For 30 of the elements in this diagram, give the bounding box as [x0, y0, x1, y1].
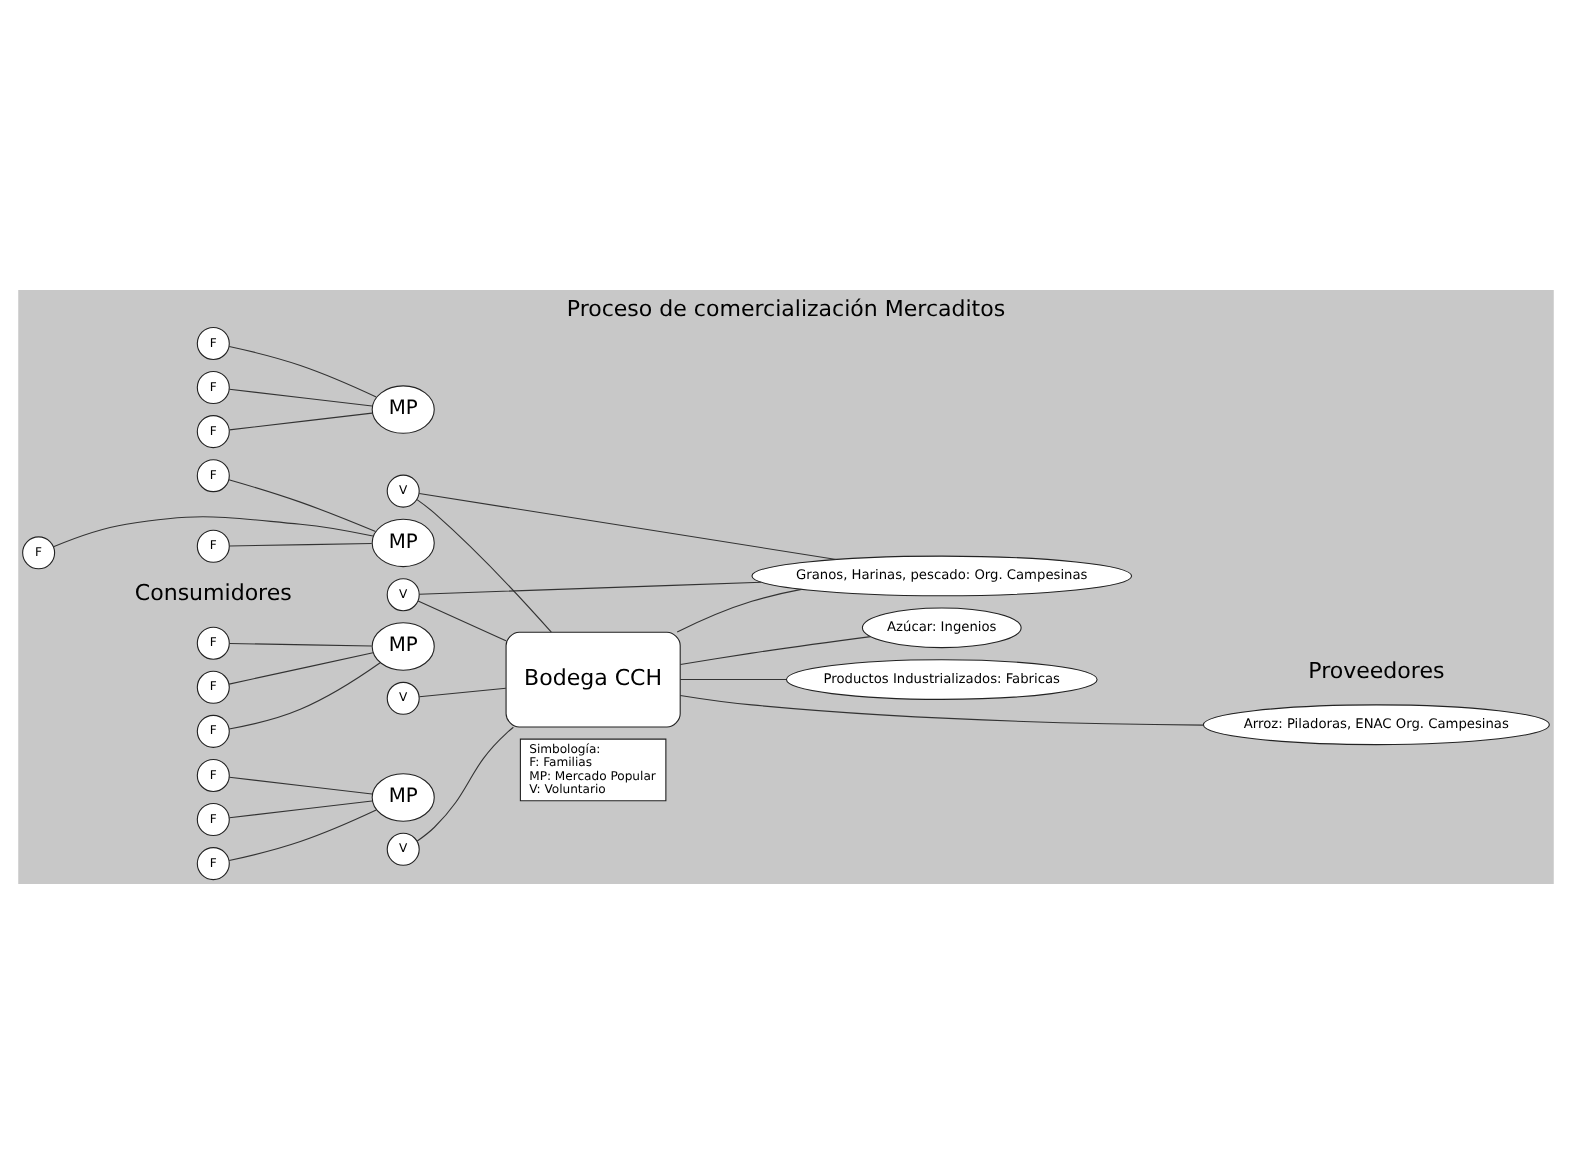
- connector: [228, 412, 373, 431]
- connector: [228, 542, 373, 547]
- connector: [679, 694, 1204, 726]
- connector: [679, 636, 872, 666]
- connector: [228, 642, 373, 647]
- label: Proveedores: [1308, 658, 1445, 685]
- label: Consumidores: [134, 580, 292, 607]
- node-ellipse: MP: [371, 773, 435, 822]
- connector: [418, 687, 507, 698]
- connector: [417, 600, 507, 642]
- node-ellipse: MP: [371, 385, 435, 434]
- connector: [228, 652, 374, 685]
- connector: [228, 388, 373, 407]
- connector: [52, 516, 374, 548]
- connector: [679, 679, 787, 681]
- node-box: Bodega CCH: [505, 631, 681, 728]
- connector: [228, 662, 381, 730]
- connector: [676, 588, 802, 633]
- connector: [418, 581, 762, 595]
- connector: [228, 800, 373, 819]
- connector: [416, 726, 514, 842]
- connector: [228, 809, 377, 862]
- connector: [228, 776, 373, 795]
- diagram-title: Proceso de comercialización Mercaditos: [566, 296, 1006, 323]
- connector: [228, 345, 377, 398]
- connector: [418, 492, 837, 560]
- node-ellipse: MP: [371, 622, 435, 671]
- connector: [228, 479, 377, 533]
- node-ellipse: MP: [371, 518, 435, 568]
- connector: [416, 499, 552, 633]
